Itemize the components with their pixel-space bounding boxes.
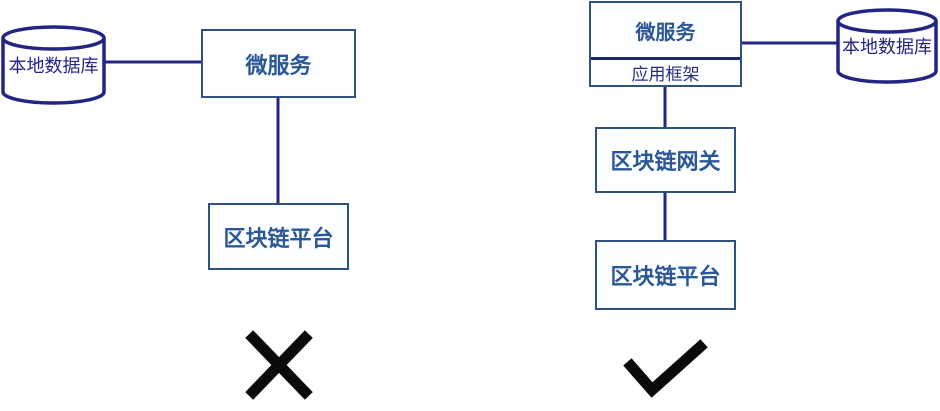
cross-mark-icon <box>245 330 313 400</box>
check-mark-icon <box>623 339 708 398</box>
right-microservice-section: 微服务 <box>591 3 740 57</box>
right-database-cylinder-icon <box>836 8 938 84</box>
right-blockchain-platform-label: 区块链平台 <box>610 264 721 289</box>
left-microservice-label: 微服务 <box>245 52 312 78</box>
right-blockchain-gateway-node: 区块链网关 <box>595 127 736 193</box>
right-microservice-label: 微服务 <box>635 21 696 44</box>
right-blockchain-platform-node: 区块链平台 <box>595 240 736 310</box>
left-database-cylinder-icon <box>1 25 106 105</box>
right-database-label: 本地数据库 <box>842 37 932 57</box>
right-microservice-node: 微服务 应用框架 <box>589 1 742 87</box>
left-database-label: 本地数据库 <box>8 56 99 76</box>
right-app-framework-section: 应用框架 <box>591 57 740 85</box>
right-blockchain-gateway-label: 区块链网关 <box>610 149 721 174</box>
left-blockchain-platform-node: 区块链平台 <box>208 203 349 270</box>
left-blockchain-platform-label: 区块链平台 <box>223 225 334 251</box>
left-microservice-node: 微服务 <box>201 29 356 98</box>
right-app-framework-label: 应用框架 <box>631 65 700 84</box>
